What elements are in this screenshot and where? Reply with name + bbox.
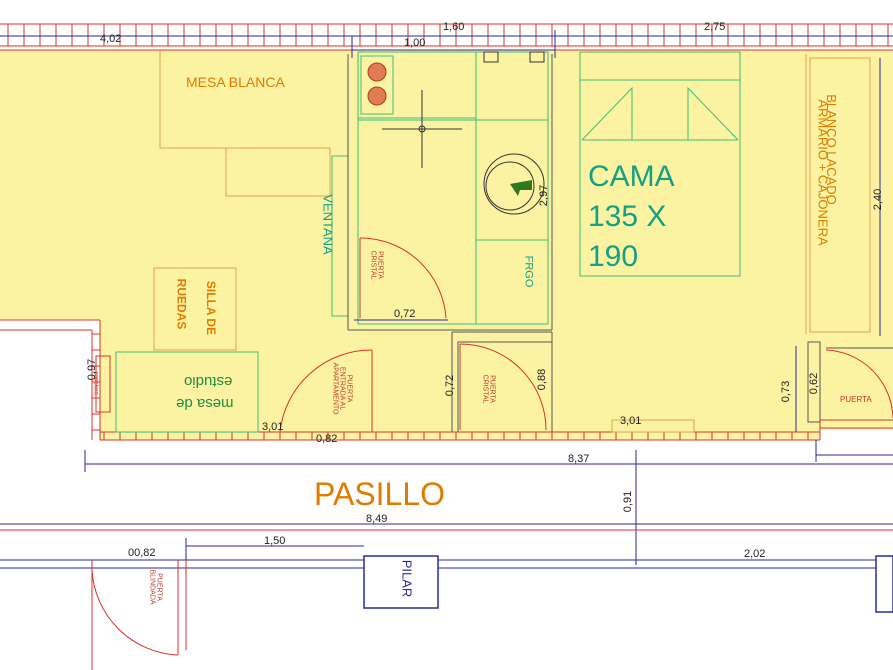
label-silla-line1: SILLA DE	[204, 280, 219, 336]
core-gray-walls	[347, 54, 553, 331]
puerta-entrada-swing	[279, 349, 373, 433]
left-room-cutout	[0, 320, 100, 440]
dim-v-073: 0,73	[780, 380, 793, 403]
lower-partition	[451, 331, 553, 432]
label-cama-line2: 135 X	[588, 200, 667, 233]
blindada-door	[91, 560, 187, 670]
dim-top-100: 1,00	[404, 37, 426, 49]
silla-box	[153, 267, 237, 351]
sink-tap	[510, 180, 532, 196]
top-wall-bricks	[7, 24, 889, 46]
burner-bottom	[367, 86, 387, 106]
dim-v-240: 2,40	[872, 188, 885, 211]
kitchen-core	[357, 51, 549, 325]
right-column	[875, 555, 893, 613]
label-mesa-estudio-line1: mesa de	[176, 395, 234, 412]
label-pasillo: PASILLO	[314, 476, 446, 512]
label-puerta-entrada: PUERTA ENTRADA AL APARTAMENTO	[331, 362, 353, 415]
burner-top	[367, 62, 387, 82]
sink-inner	[485, 161, 535, 211]
dim-h-202: 2,02	[744, 548, 766, 560]
dim-top-160: 1,60	[443, 21, 465, 33]
label-cama-line1: CAMA	[588, 160, 675, 193]
dim-h-072: 0,72	[394, 308, 416, 320]
dim-h-0082: 00,82	[128, 547, 156, 559]
mesa-blanca-outline	[159, 50, 331, 197]
bottom-wall-bricks	[103, 432, 809, 440]
label-puerta-blindada: PUERTA BLINDADA	[148, 569, 163, 605]
radiator	[611, 419, 695, 433]
cama-outline	[579, 51, 741, 277]
label-mesa-estudio-line2: estudio	[184, 373, 233, 390]
dim-h-301b: 3,01	[620, 415, 642, 427]
crosshair	[382, 90, 462, 168]
papelera-box	[95, 355, 111, 413]
dim-h-150: 1,50	[264, 535, 286, 547]
pilar-box	[363, 555, 439, 609]
dim-v-088: 0,88	[536, 368, 549, 391]
dim-h-301a: 3,01	[262, 421, 284, 433]
label-armario-line2: BLANCO LACADO	[823, 94, 839, 205]
label-puerta-cristal-1: PUERTA CRISTAL	[369, 250, 384, 280]
dim-v-072a: 0,72	[444, 374, 457, 397]
label-mesa-blanca: MESA BLANCA	[186, 74, 285, 90]
armario-outline	[805, 54, 871, 334]
puerta-cristal-2-swing	[459, 343, 547, 431]
mesa-estudio-box	[115, 351, 259, 433]
label-frigo: FRGO	[522, 255, 535, 288]
label-ventana: VENTANA	[320, 194, 336, 255]
puerta-right-swing	[825, 349, 893, 419]
corridor-dimension-lines	[0, 440, 893, 569]
dim-h-082: 0,82	[316, 433, 338, 445]
label-cama-line3: 190	[588, 240, 639, 273]
top-dimension-lines	[0, 30, 893, 58]
dim-h-849: 8,49	[366, 513, 388, 525]
dim-v-297: 2,97	[538, 184, 551, 207]
label-silla-line2: RUEDAS	[174, 278, 189, 330]
dim-v-097: 0,97	[86, 358, 99, 381]
dim-h-837: 8,37	[568, 453, 590, 465]
label-puerta: PUERTA	[840, 395, 872, 404]
label-puerta-cristal-2: PUERTA CRISTAL	[481, 374, 496, 404]
dim-top-275: 2,75	[704, 21, 726, 33]
dim-v-091: 0,91	[622, 490, 635, 513]
small-square-1	[483, 51, 499, 63]
sink-outer	[483, 153, 545, 215]
dim-top-402: 4,02	[100, 33, 122, 45]
puerta-cristal-1-swing	[359, 237, 447, 319]
dim-v-062: 0,62	[808, 372, 821, 395]
label-pilar: PILAR	[399, 559, 415, 598]
small-square-2	[529, 51, 545, 63]
